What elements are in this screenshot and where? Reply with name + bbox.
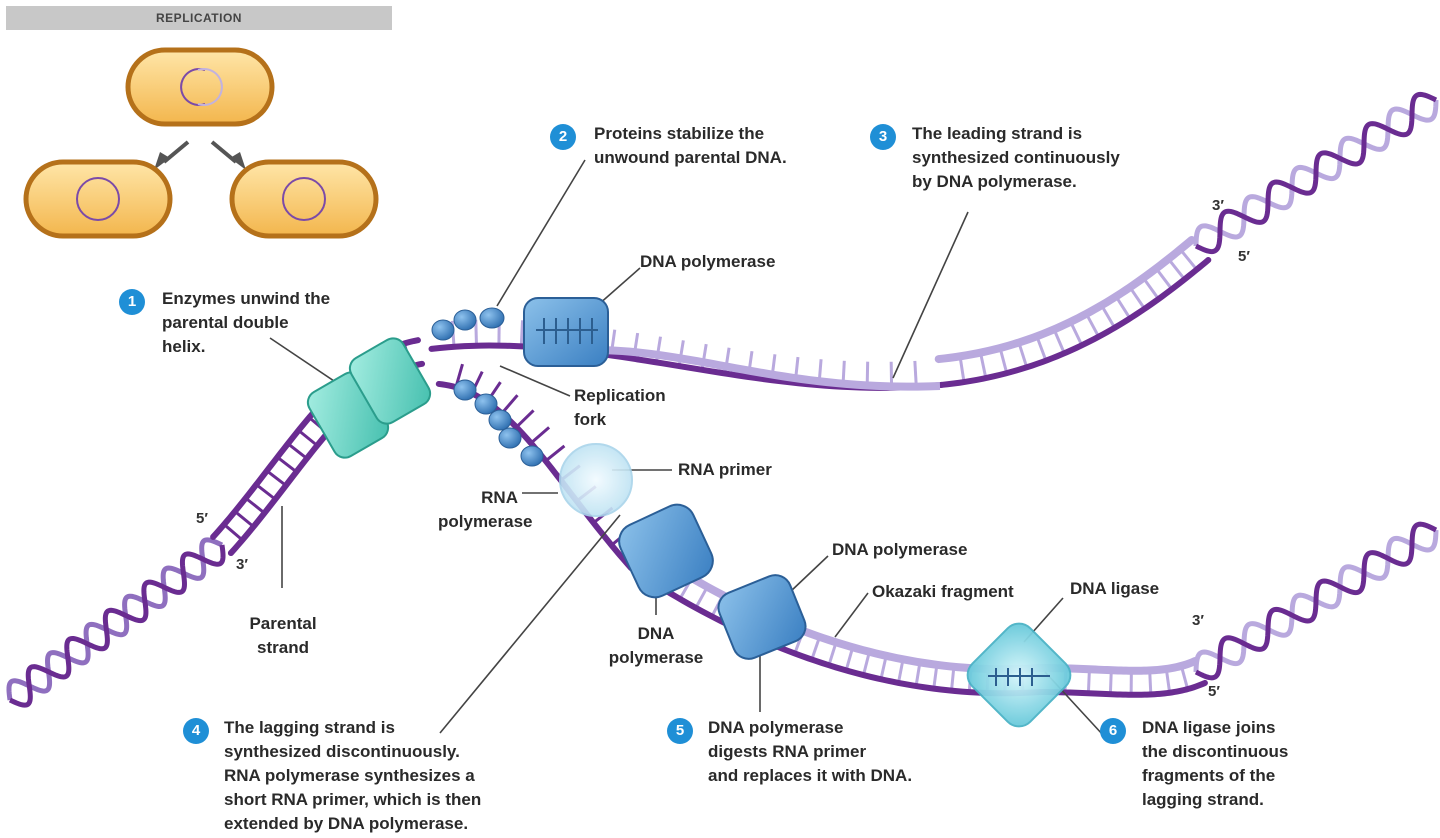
step-2-text: Proteins stabilize the unwound parental … <box>594 124 787 167</box>
step-3-badge: 3 <box>870 124 896 150</box>
label-dna-polymerase-lower: DNA polymerase <box>608 624 704 667</box>
lagging-strand <box>435 363 1208 698</box>
step-2-badge: 2 <box>550 124 576 150</box>
end-top-right-3: 3′ <box>1212 197 1224 214</box>
step-5-text: DNA polymerase digests RNA primer and re… <box>708 718 913 785</box>
enzyme-inner-rungs <box>536 318 1050 686</box>
label-parental-strand: Parental strand <box>249 614 317 657</box>
inset-title: REPLICATION <box>6 6 392 30</box>
leader-lines <box>269 159 1104 736</box>
dna-polymerase-leading <box>523 297 609 367</box>
end-bottom-right-5: 5′ <box>1208 683 1220 700</box>
step-1-badge: 1 <box>119 289 145 315</box>
single-strand-binding-proteins <box>431 307 544 467</box>
label-dna-polymerase-mid: DNA polymerase <box>832 540 968 559</box>
cell-division-inset-art <box>23 47 379 239</box>
cell-replication-inset: REPLICATION <box>6 6 392 252</box>
dna-polymerase-lagging-2 <box>717 574 807 660</box>
step-5-badge: 5 <box>667 718 693 744</box>
dna-polymerase-lagging-1 <box>618 503 714 599</box>
step-4-text: The lagging strand is synthesized discon… <box>224 718 482 833</box>
label-replication-fork: Replication fork <box>574 386 666 429</box>
step-1-text: Enzymes unwind the parental double helix… <box>162 289 331 356</box>
end-bottom-right-3: 3′ <box>1192 612 1204 629</box>
helix-top-right <box>1193 91 1439 255</box>
helicase-enzyme <box>306 337 432 459</box>
label-okazaki-fragment: Okazaki fragment <box>872 582 1014 601</box>
end-top-right-5: 5′ <box>1238 248 1250 265</box>
step-6-badge: 6 <box>1100 718 1126 744</box>
label-rna-polymerase: RNA polymerase <box>438 488 533 531</box>
label-dna-polymerase-top: DNA polymerase <box>640 252 776 271</box>
step-3-text: The leading strand is synthesized contin… <box>912 124 1120 191</box>
helix-bottom-right <box>1193 521 1439 681</box>
end-left-5: 5′ <box>196 510 208 527</box>
leading-strand <box>428 236 1212 391</box>
parental-helix-left <box>6 537 226 708</box>
step-4-badge: 4 <box>183 718 209 744</box>
step-6-text: DNA ligase joins the discontinuous fragm… <box>1142 718 1289 809</box>
rna-polymerase-enzyme <box>559 443 633 517</box>
end-left-3: 3′ <box>236 556 248 573</box>
label-rna-primer: RNA primer <box>678 460 772 479</box>
label-dna-ligase: DNA ligase <box>1070 579 1160 598</box>
